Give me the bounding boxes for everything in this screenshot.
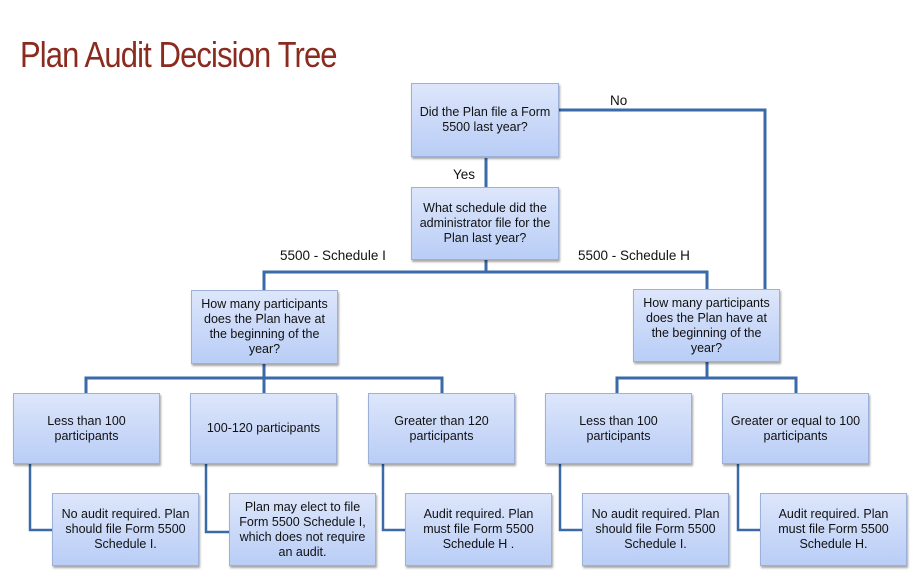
elbow-100-120 (204, 464, 229, 534)
node-option-100-120: 100-120 participants (190, 393, 337, 464)
node-text: No audit required. Plan should file Form… (61, 507, 190, 551)
node-text: Plan may elect to file Form 5500 Schedul… (239, 499, 366, 559)
node-text: Greater than 120 participants (394, 413, 489, 443)
node-option-less-than-100-left: Less than 100 participants (13, 393, 160, 464)
elbow-greater120 (381, 464, 405, 532)
node-schedule-question: What schedule did the administrator file… (411, 187, 559, 260)
node-result-no-audit-right: No audit required. Plan should file Form… (582, 493, 729, 566)
node-text: Less than 100 participants (47, 413, 126, 443)
node-result-audit-schedule-h-right: Audit required. Plan must file Form 5500… (760, 493, 907, 566)
edge-label-no: No (610, 93, 628, 108)
node-text: 100-120 participants (206, 421, 321, 435)
node-participants-question-right: How many participants does the Plan have… (633, 289, 780, 362)
edge-label-schedule-i: 5500 - Schedule I (280, 248, 386, 263)
node-participants-question-left: How many participants does the Plan have… (191, 290, 338, 364)
edge-right-options (615, 362, 798, 393)
edge-schedule-split (262, 260, 709, 290)
node-text: Greater or equal to 100 participants (730, 413, 861, 443)
node-form5500-question: Did the Plan file a Form 5500 last year? (411, 83, 559, 157)
elbow-less100-right (558, 464, 582, 532)
node-text: Audit required. Plan must file Form 5500… (423, 507, 534, 551)
edge-left-options (84, 364, 444, 393)
node-text: How many participants does the Plan have… (643, 295, 770, 355)
node-text: Less than 100 participants (579, 413, 658, 443)
elbow-less100-left (28, 464, 52, 532)
elbow-ge100 (736, 464, 760, 532)
node-text: Did the Plan file a Form 5500 last year? (419, 105, 551, 134)
edge-label-schedule-h: 5500 - Schedule H (578, 248, 690, 263)
node-text: What schedule did the administrator file… (419, 201, 551, 245)
node-result-may-elect: Plan may elect to file Form 5500 Schedul… (229, 493, 376, 566)
node-result-no-audit-left: No audit required. Plan should file Form… (52, 493, 199, 566)
node-option-greater-or-equal-100: Greater or equal to 100 participants (722, 393, 869, 464)
node-option-greater-than-120: Greater than 120 participants (368, 393, 515, 464)
page-title: Plan Audit Decision Tree (20, 34, 338, 75)
node-text: Audit required. Plan must file Form 5500… (778, 507, 889, 551)
edge-no (559, 108, 767, 289)
node-result-audit-schedule-h-mid: Audit required. Plan must file Form 5500… (405, 493, 552, 566)
edge-label-yes: Yes (453, 167, 476, 182)
node-text: How many participants does the Plan have… (201, 297, 328, 356)
node-option-less-than-100-right: Less than 100 participants (545, 393, 692, 464)
node-text: No audit required. Plan should file Form… (591, 507, 720, 551)
